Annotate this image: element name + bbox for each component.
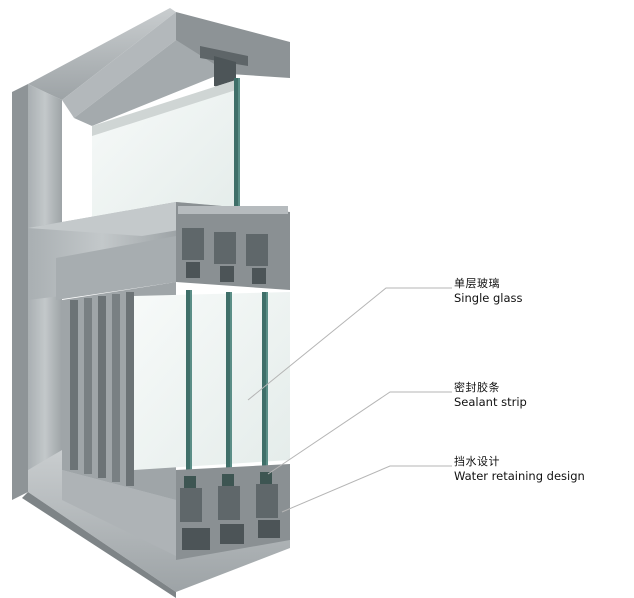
leader-water-retaining bbox=[281, 465, 452, 513]
single-glass-panes bbox=[186, 290, 268, 492]
leader-sealant-strip bbox=[267, 391, 452, 475]
callout-zh: 挡水设计 bbox=[454, 455, 500, 468]
transom-profile bbox=[28, 202, 290, 300]
callout-en: Single glass bbox=[454, 291, 523, 306]
callout-en: Sealant strip bbox=[454, 395, 527, 410]
callout-zh: 单层玻璃 bbox=[454, 277, 500, 290]
callout-en: Water retaining design bbox=[454, 469, 585, 484]
callout-single-glass: 单层玻璃 Single glass bbox=[454, 277, 523, 306]
sill-profile bbox=[176, 464, 290, 560]
leader-single-glass bbox=[247, 287, 452, 401]
callout-zh: 密封胶条 bbox=[454, 381, 500, 394]
callout-leaders bbox=[247, 287, 452, 513]
upper-glass-panel bbox=[92, 78, 240, 228]
callout-sealant-strip: 密封胶条 Sealant strip bbox=[454, 381, 527, 410]
callout-water-retaining-design: 挡水设计 Water retaining design bbox=[454, 455, 585, 484]
